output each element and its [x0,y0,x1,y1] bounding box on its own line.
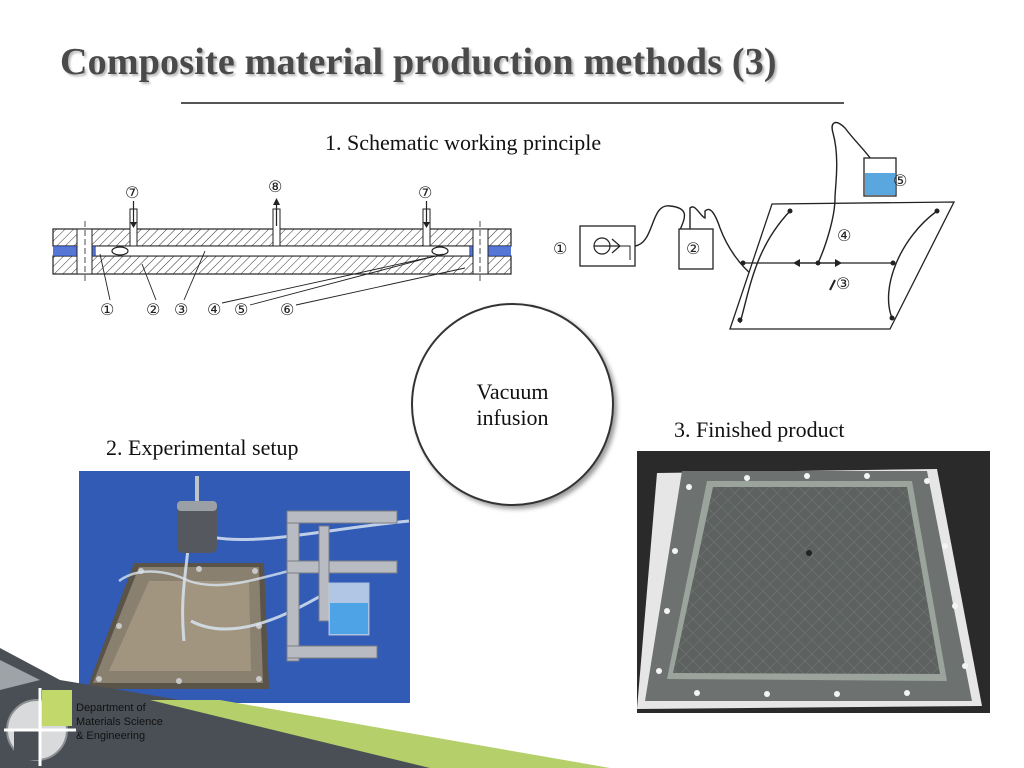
logo-line-3: & Engineering [76,730,146,742]
right-bolt-slot [472,228,489,275]
callout-3: ③ [174,300,188,319]
mould-cavity [94,245,471,257]
top-mould-plate [52,228,512,247]
left-seal [53,246,95,256]
inlet-port [111,246,129,256]
callout-1: ① [100,300,114,319]
method-circle: Vacuum infusion [411,303,614,506]
infusion-callout-4: ④ [837,226,851,245]
mould-plate [729,201,956,330]
title-underline [181,102,844,104]
left-bolt-slot [76,228,93,275]
outlet-port [431,246,449,256]
schematic-label: 1. Schematic working principle [325,130,602,155]
department-name: Department of Materials Science & Engine… [76,701,163,743]
setup-label: 2. Experimental setup [106,435,299,460]
resin-fill [865,173,895,195]
slide-title: Composite material production methods (3… [60,41,777,83]
logo-line-1: Department of [76,702,146,714]
callout-4: ④ [207,300,221,319]
infusion-callout-2: ② [686,239,700,258]
callout-8: ⑧ [268,177,282,196]
experimental-setup-photo [79,471,410,703]
circle-line-2: infusion [476,405,549,430]
callout-5: ⑤ [234,300,248,319]
department-logo [4,688,76,766]
finished-product-photo [637,451,990,713]
product-label: 3. Finished product [674,417,845,442]
callout-7-left: ⑦ [125,183,139,202]
callout-2: ② [146,300,160,319]
bottom-mould-plate [52,255,512,275]
mould-cross-section-diagram: ⑦ ⑧ ⑦ ① ② ③ ④ ⑤ ⑥ [52,177,512,319]
bottom-decoration [0,648,610,768]
infusion-schematic-diagram: ① ② ⑤ ④ ③ [553,121,956,330]
resin-trap-box [678,228,714,270]
callout-6: ⑥ [280,300,294,319]
logo-line-2: Materials Science [76,716,163,728]
callout-7-right: ⑦ [418,183,432,202]
right-seal [470,246,511,256]
infusion-callout-1: ① [553,239,567,258]
circle-line-1: Vacuum [476,379,549,404]
infusion-callout-5: ⑤ [893,171,907,190]
infusion-callout-3: ③ [836,274,850,293]
